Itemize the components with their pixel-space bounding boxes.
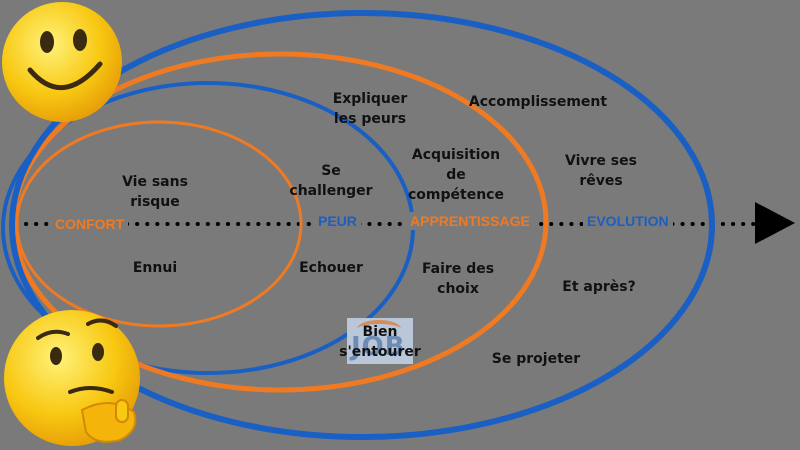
thinking-face-emoji (4, 310, 140, 446)
job-logo: JOB (347, 318, 413, 364)
vie-sans-risque-label: Vie sans risque (122, 174, 188, 210)
evolution-zone-ellipse (9, 10, 715, 440)
confort-zone-label: CONFORT (51, 215, 129, 233)
faire-des-choix-label: Faire des choix (421, 261, 495, 297)
peur-zone-label: PEUR (314, 212, 361, 230)
confort-zone-ellipse (15, 120, 303, 328)
expliquer-les-peurs-label: Expliquer les peurs (332, 91, 408, 127)
echouer-label: Echouer (299, 260, 363, 276)
logo-mark: JOB (351, 332, 406, 362)
bien-sentourer-label: Bien s'entourer (339, 324, 421, 360)
apprentissage-zone-label: APPRENTISSAGE (406, 212, 534, 230)
accomplissement-label: Accomplissement (468, 94, 608, 110)
logo-accent-shape (357, 320, 401, 338)
ennui-label: Ennui (132, 260, 178, 276)
et-apres-label: Et après? (562, 279, 636, 295)
evolution-zone-label: EVOLUTION (583, 212, 673, 230)
arrow-head (755, 202, 795, 244)
se-projeter-label: Se projeter (491, 351, 581, 367)
vivre-ses-reves-label: Vivre ses rêves (565, 153, 637, 189)
smiling-face-emoji (2, 2, 122, 122)
acquisition-competence-label: Acquisition de compétence (408, 147, 504, 203)
se-challenger-label: Se challenger (289, 163, 373, 199)
